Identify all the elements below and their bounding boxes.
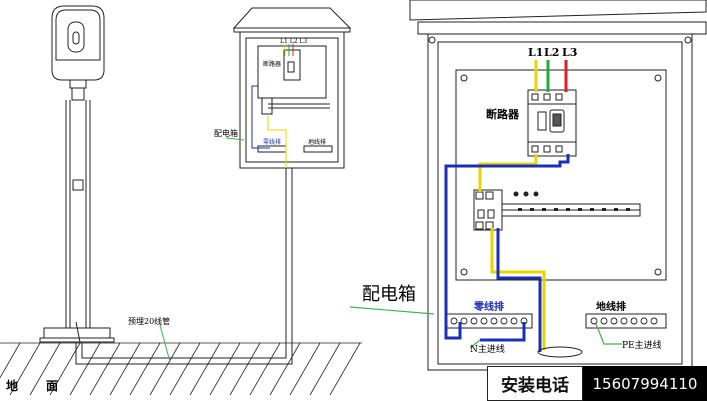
small-box-wires: [251, 44, 294, 168]
install-phone-label: 安装电话: [487, 366, 583, 401]
large-distribution-box: [409, 0, 707, 371]
small-distribution-box: [232, 7, 352, 169]
charger-post: [39, 5, 115, 343]
small-breaker-label: 断路器: [263, 60, 281, 68]
conduit-pointer: [159, 324, 171, 363]
l1-label: L1: [528, 46, 543, 59]
small-phase-label: L1 L2 L3: [280, 38, 307, 45]
conduit: [75, 168, 293, 365]
n-main-label: N主进线: [470, 343, 505, 355]
rail-slots: [513, 191, 630, 211]
box-label: 配电箱: [362, 284, 416, 305]
small-ground-bar-label: 地线排: [308, 138, 326, 146]
small-zero-bar-label: 零线排: [263, 138, 281, 146]
ground-wire: [349, 306, 622, 349]
ground-char-1: 地: [6, 378, 18, 393]
pe-main-label: PE主进线: [622, 339, 662, 351]
conduit-label: 预埋20线管: [128, 316, 170, 326]
contact-banner: 安装电话 15607994110: [487, 366, 707, 401]
ground-bar-label: 地线排: [596, 300, 626, 313]
small-box-label: 配电箱: [214, 128, 238, 138]
ground-hatch: [0, 342, 362, 396]
conduit-entry: [537, 346, 583, 358]
breaker-label: 断路器: [486, 107, 520, 121]
phase-wires: [478, 60, 568, 350]
l2-label: L2: [544, 46, 559, 59]
neutral-wires: [444, 154, 570, 352]
install-phone-number[interactable]: 15607994110: [583, 366, 707, 401]
zero-bar-label: 零线排: [473, 300, 504, 313]
small-box-pointer: [225, 137, 245, 141]
l3-label: L3: [562, 46, 577, 59]
ground-char-2: 面: [46, 379, 58, 393]
